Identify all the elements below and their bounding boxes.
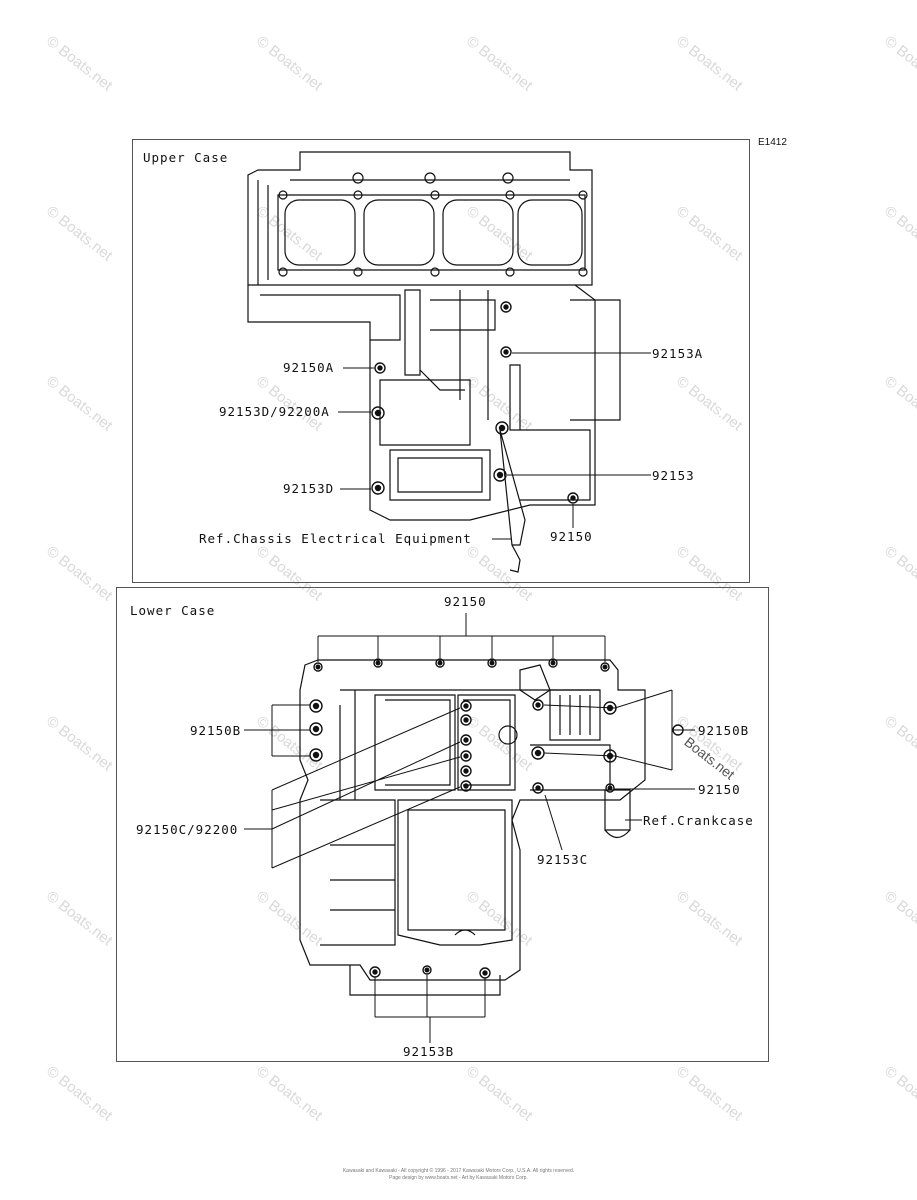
label-92150-top: 92150 bbox=[444, 594, 487, 609]
label-92150c-92200: 92150C/92200 bbox=[136, 822, 239, 837]
label-92153b: 92153B bbox=[403, 1044, 455, 1059]
label-92153c: 92153C bbox=[537, 852, 589, 867]
lower-case-title: Lower Case bbox=[130, 603, 216, 618]
label-92150a: 92150A bbox=[283, 360, 335, 375]
upper-case-title: Upper Case bbox=[143, 150, 229, 165]
diagram-code: E1412 bbox=[758, 137, 787, 148]
lower-case-frame bbox=[116, 587, 769, 1062]
footer-credit: Page design by www.boats.net - Art by Ka… bbox=[389, 1175, 528, 1181]
label-ref-crankcase: Ref.Crankcase bbox=[643, 813, 754, 828]
label-92150b-right: 92150B bbox=[698, 723, 750, 738]
label-92153a: 92153A bbox=[652, 346, 704, 361]
label-92153d-92200a: 92153D/92200A bbox=[219, 404, 330, 419]
upper-case-frame bbox=[132, 139, 750, 583]
label-ref-chassis-electrical: Ref.Chassis Electrical Equipment bbox=[199, 531, 472, 546]
label-92150-right: 92150 bbox=[698, 782, 741, 797]
label-92153d: 92153D bbox=[283, 481, 335, 496]
label-92150-upper: 92150 bbox=[550, 529, 593, 544]
label-92153: 92153 bbox=[652, 468, 695, 483]
footer-copyright: Kawasaki and Kawasaki - All copyright © … bbox=[342, 1168, 575, 1174]
label-92150b-left: 92150B bbox=[190, 723, 242, 738]
